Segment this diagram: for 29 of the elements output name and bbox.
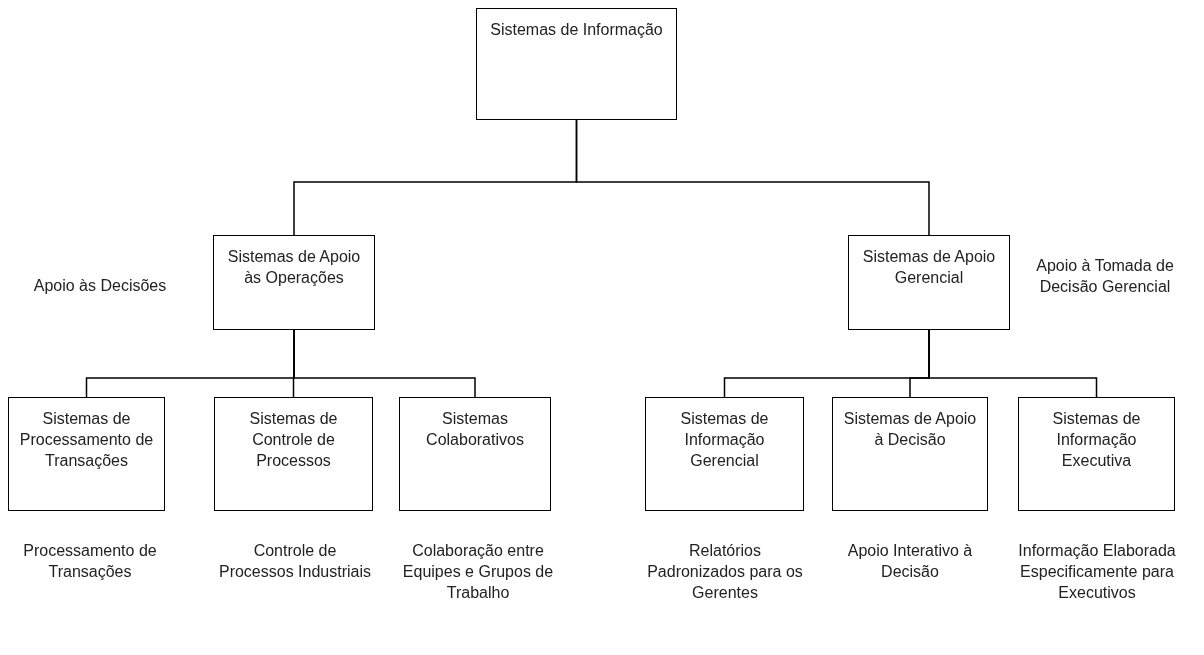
org-box: [1018, 397, 1175, 511]
description-text: Processamento de Transações: [22, 541, 158, 582]
box-label: Sistemas de Apoio às Operações: [226, 247, 362, 288]
description-text: Apoio às Decisões: [32, 276, 168, 296]
box-label: Sistemas Colaborativos: [425, 409, 525, 450]
description-text: Apoio à Tomada de Decisão Gerencial: [1035, 256, 1175, 297]
description-text: Apoio Interativo à Decisão: [846, 541, 974, 582]
org-box: [399, 397, 551, 511]
box-label: Sistemas de Informação Executiva: [1051, 409, 1142, 471]
org-box: [8, 397, 165, 511]
org-box: [645, 397, 804, 511]
box-label: Sistemas de Apoio Gerencial: [861, 247, 997, 288]
org-box: [848, 235, 1010, 330]
org-box: [832, 397, 988, 511]
box-label: Sistemas de Controle de Processos: [248, 409, 339, 471]
box-label: Sistemas de Processamento de Transações: [18, 409, 155, 471]
box-label: Sistemas de Apoio à Decisão: [842, 409, 978, 450]
description-text: Relatórios Padronizados para os Gerentes: [646, 541, 804, 603]
connector-line: [928, 329, 1098, 398]
description-text: Controle de Processos Industriais: [217, 541, 373, 582]
box-label: Sistemas de Informação: [490, 20, 663, 40]
description-text: Colaboração entre Equipes e Grupos de Trabalho: [401, 541, 555, 603]
org-box: [476, 8, 677, 120]
description-text: Informação Elaborada Especificamente para Executivos: [1017, 541, 1177, 603]
connector-line: [575, 119, 930, 236]
box-label: Sistemas de Informação Gerencial: [679, 409, 770, 471]
org-box: [214, 397, 373, 511]
org-box: [213, 235, 375, 330]
connector-line: [293, 329, 476, 398]
